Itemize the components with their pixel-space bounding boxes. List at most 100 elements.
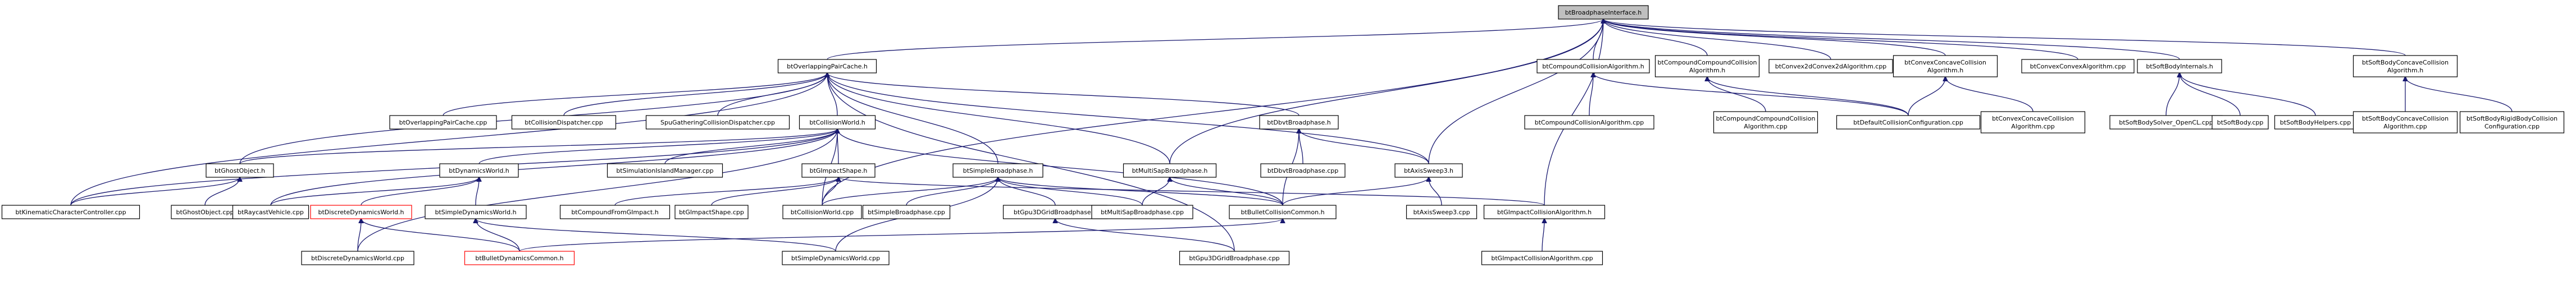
node-box: [777, 59, 877, 73]
edge-dw-to-cw: [478, 129, 837, 164]
edge-sdw-to-dw: [475, 177, 479, 206]
graph-node-msapcpp[interactable]: btMultiSapBroadphase.cpp: [1091, 205, 1193, 219]
node-label: btOverlappingPairCache.cpp: [399, 119, 487, 126]
node-box: [439, 163, 519, 178]
graph-node-dcc[interactable]: btDefaultCollisionConfiguration.cpp: [1836, 115, 1981, 130]
graph-node-ddwcpp[interactable]: btDiscreteDynamicsWorld.cpp: [301, 251, 414, 265]
node-label: btSoftBodyHelpers.cpp: [2280, 119, 2351, 126]
graph-node-bcc[interactable]: btBulletCollisionCommon.h: [1229, 205, 1337, 219]
graph-node-opc[interactable]: btOverlappingPairCache.h: [777, 59, 877, 73]
node-box: [607, 163, 723, 178]
graph-node-go[interactable]: btGhostObject.h: [206, 163, 274, 178]
graph-node-spu[interactable]: SpuGatheringCollisionDispatcher.cpp: [645, 115, 790, 130]
graph-node-gocpp[interactable]: btGhostObject.cpp: [171, 205, 239, 219]
graph-node-gpu3cpp[interactable]: btGpu3DGridBroadphase.cpp: [1179, 251, 1290, 265]
graph-node-cdis[interactable]: btCollisionDispatcher.cpp: [511, 115, 617, 130]
node-box: [2459, 111, 2565, 133]
graph-node-sbcpp[interactable]: btSoftBody.cpp: [2212, 115, 2269, 130]
node-label: btConvexConcaveCollision: [1904, 59, 1986, 66]
graph-node-sbcpp2[interactable]: btSimpleBroadphase.cpp: [862, 205, 951, 219]
node-box: [1123, 163, 1217, 178]
graph-node-as3cpp[interactable]: btAxisSweep3.cpp: [1406, 205, 1478, 219]
graph-node-cwcpp[interactable]: btCollisionWorld.cpp: [782, 205, 862, 219]
edge-rv-to-dw: [270, 177, 479, 206]
graph-node-giscpp[interactable]: btGImpactShape.cpp: [674, 205, 749, 219]
node-label: btGImpactCollisionAlgorithm.cpp: [1491, 255, 1593, 262]
graph-node-sb[interactable]: btSimpleBroadphase.h: [952, 163, 1043, 178]
graph-node-kcc[interactable]: btKinematicCharacterController.cpp: [1, 205, 140, 219]
graph-node-cca[interactable]: btCompoundCollisionAlgorithm.h: [1537, 59, 1650, 73]
graph-node-sbhelp[interactable]: btSoftBodyHelpers.cpp: [2274, 115, 2357, 130]
node-box: [559, 205, 671, 219]
graph-node-msap[interactable]: btMultiSapBroadphase.h: [1123, 163, 1217, 178]
node-label: btMultiSapBroadphase.h: [1132, 167, 1208, 174]
graph-node-opccpp[interactable]: btOverlappingPairCache.cpp: [389, 115, 497, 130]
graph-node-sbrb[interactable]: btSoftBodyRigidBodyCollisionConfiguratio…: [2459, 111, 2565, 133]
edge-gicacpp-to-gica: [1542, 219, 1544, 252]
edge-opccpp-to-opc: [443, 73, 827, 116]
node-box: [1260, 163, 1346, 178]
graph-node-sbi[interactable]: btSoftBodyInternals.h: [2137, 59, 2222, 73]
graph-node-sbsolver[interactable]: btSoftBodySolver_OpenCL.cpp: [2109, 115, 2223, 130]
edge-msapcpp-to-sb: [998, 177, 1143, 206]
node-box: [1980, 111, 2086, 133]
node-label: btSimpleDynamicsWorld.cpp: [791, 255, 880, 262]
node-box: [1091, 205, 1193, 219]
node-label: btSoftBodyRigidBodyCollision: [2466, 115, 2557, 122]
node-label: btSoftBodySolver_OpenCL.cpp: [2119, 119, 2213, 126]
graph-node-bdc[interactable]: btBulletDynamicsCommon.h: [464, 251, 575, 265]
graph-node-dbvt[interactable]: btDbvtBroadphase.h: [1259, 115, 1339, 130]
graph-node-cw[interactable]: btCollisionWorld.h: [799, 115, 876, 130]
edge-sbi-to-root: [1603, 19, 2180, 60]
node-label: btGImpactShape.cpp: [679, 209, 744, 216]
graph-node-gpu3h[interactable]: btGpu3DGridBroadphase.h: [1002, 205, 1108, 219]
node-box: [1179, 251, 1290, 265]
node-label: btGhostObject.h: [215, 167, 265, 174]
graph-node-dw[interactable]: btDynamicsWorld.h: [439, 163, 519, 178]
edge-sim-to-cw: [664, 129, 837, 164]
graph-node-as3[interactable]: btAxisSweep3.h: [1394, 163, 1463, 178]
graph-node-ddw[interactable]: btDiscreteDynamicsWorld.h: [310, 205, 412, 219]
node-box: [1394, 163, 1463, 178]
graph-node-cfg[interactable]: btCompoundFromGImpact.h: [559, 205, 671, 219]
graph-node-sdw[interactable]: btSimpleDynamicsWorld.h: [425, 205, 527, 219]
graph-node-rv[interactable]: btRaycastVehicle.cpp: [232, 205, 309, 219]
graph-node-dbvtcpp[interactable]: btDbvtBroadphase.cpp: [1260, 163, 1346, 178]
edge-cccacpp-to-ccca: [1707, 77, 1766, 112]
node-label: btConvexConvexAlgorithm.cpp: [2030, 63, 2126, 70]
edge-bdc-to-ddw: [361, 219, 520, 252]
graph-node-ccacpp[interactable]: btCompoundCollisionAlgorithm.cpp: [1524, 115, 1654, 130]
node-label: btSoftBodyInternals.h: [2146, 63, 2213, 70]
edge-gica-to-root: [1544, 19, 1603, 206]
node-label: btCollisionDispatcher.cpp: [525, 119, 603, 126]
edge-msap-to-root: [1169, 19, 1603, 164]
graph-node-gis[interactable]: btGImpactShape.h: [801, 163, 876, 178]
node-box: [1483, 205, 1606, 219]
graph-node-sdwcpp[interactable]: btSimpleDynamicsWorld.cpp: [782, 251, 890, 265]
node-box: [1768, 59, 1893, 73]
graph-node-c2d[interactable]: btConvex2dConvex2dAlgorithm.cpp: [1768, 59, 1893, 73]
node-label: btDiscreteDynamicsWorld.cpp: [311, 255, 404, 262]
node-label: btCollisionWorld.cpp: [791, 209, 854, 216]
graph-node-ccvx[interactable]: btConvexConvexAlgorithm.cpp: [2021, 59, 2135, 73]
edge-ccca-to-root: [1603, 19, 1708, 56]
node-box: [1406, 205, 1478, 219]
graph-node-gica[interactable]: btGImpactCollisionAlgorithm.h: [1483, 205, 1606, 219]
graph-node-sim[interactable]: btSimulationIslandManager.cpp: [607, 163, 723, 178]
edge-dcc-to-cca: [1593, 73, 1909, 116]
node-label: btKinematicCharacterController.cpp: [15, 209, 126, 216]
node-box: [1, 205, 140, 219]
edge-ddwcpp-to-cw: [357, 129, 837, 252]
graph-node-root[interactable]: btBroadphaseInterface.h: [1558, 5, 1649, 20]
graph-node-gicacpp[interactable]: btGImpactCollisionAlgorithm.cpp: [1481, 251, 1603, 265]
edge-ccva-to-root: [1603, 19, 1946, 56]
edge-ccvx-to-root: [1603, 19, 2078, 60]
edge-ddw-to-dw: [361, 177, 479, 206]
